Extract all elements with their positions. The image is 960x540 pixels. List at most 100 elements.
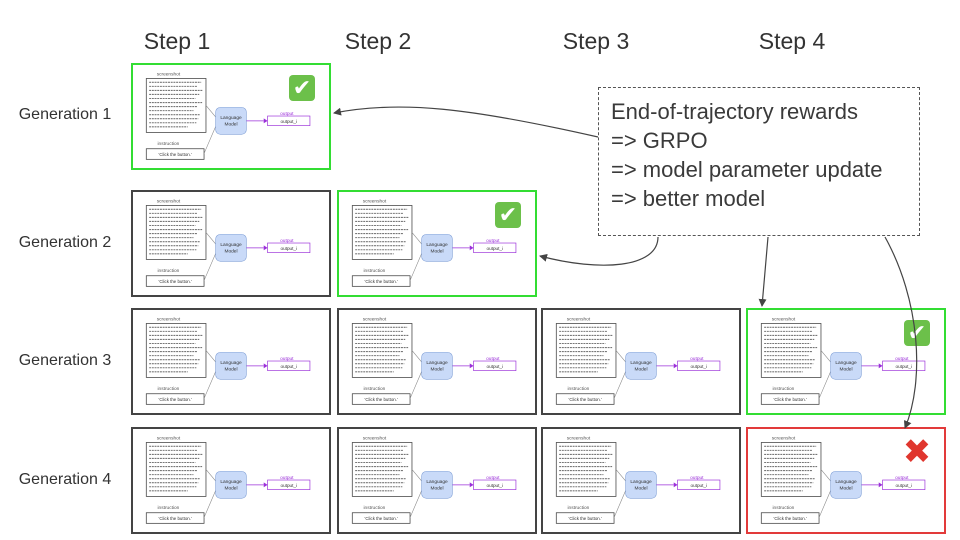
connector-instruction — [203, 253, 216, 281]
output-field — [677, 360, 721, 371]
screenshot-code-lines — [355, 326, 410, 373]
language-model-box — [830, 352, 862, 380]
screenshot-label: screenshot — [772, 317, 796, 323]
connector-instruction — [409, 490, 422, 518]
model-label-1: Language — [220, 479, 242, 485]
screenshot-label: screenshot — [157, 317, 181, 323]
model-label-2: Model — [224, 122, 237, 128]
output-field — [267, 115, 311, 126]
output-value: output_i — [281, 364, 297, 369]
connector-screenshot — [205, 350, 216, 363]
screenshot-label: screenshot — [363, 199, 387, 205]
instruction-field — [145, 393, 205, 405]
connector-instruction — [409, 371, 422, 399]
model-label-2: Model — [224, 367, 237, 373]
instruction-label: instruction — [363, 268, 385, 274]
connector-screenshot — [615, 469, 626, 482]
reward-line-1: End-of-trajectory rewards — [611, 99, 858, 124]
output-field — [677, 479, 721, 490]
connector-screenshot — [411, 469, 422, 482]
instruction-field — [351, 393, 411, 405]
instruction-value: 'Click the button.' — [365, 279, 398, 284]
screenshot-code-lines — [149, 81, 204, 128]
check-mark-icon: ✔ — [289, 75, 315, 101]
output-label: output — [486, 238, 500, 244]
model-label-2: Model — [634, 367, 647, 373]
instruction-value: 'Click the button.' — [569, 397, 602, 402]
screenshot-thumbnail — [555, 323, 617, 378]
model-output-arrowhead — [673, 482, 678, 488]
model-output-arrowhead — [263, 118, 268, 124]
model-label-2: Model — [430, 486, 443, 492]
cell-gen2-step2: screenshot instruction 'Click the button.'… — [337, 190, 537, 297]
output-value: output_i — [691, 364, 707, 369]
arrow-to-gen1 — [333, 106, 599, 138]
output-label: output — [486, 356, 500, 362]
instruction-field — [760, 512, 820, 524]
connector-screenshot — [205, 105, 216, 118]
output-label: output — [690, 475, 704, 481]
screenshot-label: screenshot — [157, 199, 181, 205]
screenshot-code-lines — [149, 445, 204, 492]
model-label-2: Model — [839, 367, 852, 373]
connector-screenshot — [820, 469, 831, 482]
screenshot-thumbnail — [351, 442, 413, 497]
screenshot-label: screenshot — [567, 317, 591, 323]
connector-screenshot — [205, 232, 216, 245]
model-output-arrowhead — [673, 363, 678, 369]
output-value: output_i — [896, 364, 912, 369]
connector-instruction — [818, 371, 831, 399]
model-output-arrowhead — [469, 363, 474, 369]
check-mark-icon: ✔ — [904, 320, 930, 346]
output-field — [882, 479, 926, 490]
model-label-2: Model — [224, 249, 237, 255]
connector-instruction — [203, 490, 216, 518]
connector-instruction — [409, 253, 422, 281]
language-model-box — [421, 352, 453, 380]
model-output-arrowhead — [263, 363, 268, 369]
model-label-1: Language — [426, 479, 448, 485]
model-label-1: Language — [835, 360, 857, 366]
output-label: output — [486, 475, 500, 481]
instruction-field — [351, 275, 411, 287]
connector-instruction — [613, 490, 626, 518]
check-mark-icon: ✔ — [495, 202, 521, 228]
screenshot-code-lines — [149, 208, 204, 255]
model-label-1: Language — [630, 479, 652, 485]
screenshot-thumbnail — [555, 442, 617, 497]
instruction-value: 'Click the button.' — [774, 516, 807, 521]
generation-label-3: Generation 3 — [18, 352, 112, 369]
screenshot-thumbnail — [760, 323, 822, 378]
generation-label-1: Generation 1 — [18, 106, 112, 123]
model-label-1: Language — [835, 479, 857, 485]
instruction-label: instruction — [567, 505, 589, 511]
output-value: output_i — [487, 364, 503, 369]
cross-mark-icon: ✖ — [902, 433, 932, 471]
screenshot-code-lines — [764, 445, 819, 492]
connector-instruction — [203, 126, 216, 154]
output-field — [267, 242, 311, 253]
reward-box: End-of-trajectory rewards => GRPO => mod… — [598, 87, 920, 236]
output-value: output_i — [487, 483, 503, 488]
step-header-2: Step 2 — [344, 28, 412, 54]
model-label-2: Model — [430, 367, 443, 373]
model-label-2: Model — [224, 486, 237, 492]
reward-line-2: => GRPO — [611, 128, 708, 153]
instruction-value: 'Click the button.' — [159, 516, 192, 521]
instruction-label: instruction — [363, 386, 385, 392]
screenshot-label: screenshot — [157, 436, 181, 442]
model-output-arrowhead — [878, 482, 883, 488]
language-model-box — [625, 352, 657, 380]
output-value: output_i — [281, 483, 297, 488]
screenshot-label: screenshot — [567, 436, 591, 442]
